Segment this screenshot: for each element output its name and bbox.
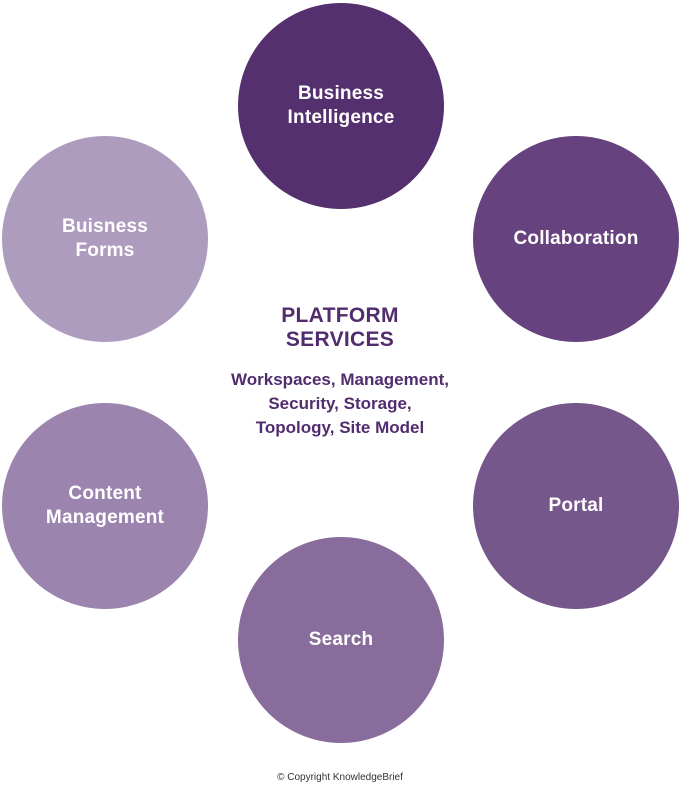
content-management-circle: Content Management bbox=[2, 403, 208, 609]
search-label: Search bbox=[308, 629, 374, 650]
platform-services-title: PLATFORM SERVICES bbox=[281, 304, 399, 351]
collaboration-label: Collaboration bbox=[513, 228, 639, 249]
portal-circle: Portal bbox=[473, 403, 679, 609]
business-forms-circle: Buisness Forms bbox=[2, 136, 208, 342]
business-forms-label: Buisness Forms bbox=[61, 216, 149, 261]
portal-label: Portal bbox=[548, 495, 604, 516]
collaboration-circle: Collaboration bbox=[473, 136, 679, 342]
platform-services-center: PLATFORM SERVICES Workspaces, Management… bbox=[190, 304, 490, 440]
copyright-text: © Copyright KnowledgeBrief bbox=[277, 772, 403, 783]
business-intelligence-label: Business Intelligence bbox=[287, 83, 395, 128]
business-intelligence-circle: Business Intelligence bbox=[238, 3, 444, 209]
content-management-label: Content Management bbox=[45, 483, 165, 528]
platform-services-subtitle: Workspaces, Management, Security, Storag… bbox=[231, 370, 449, 437]
search-circle: Search bbox=[238, 537, 444, 743]
